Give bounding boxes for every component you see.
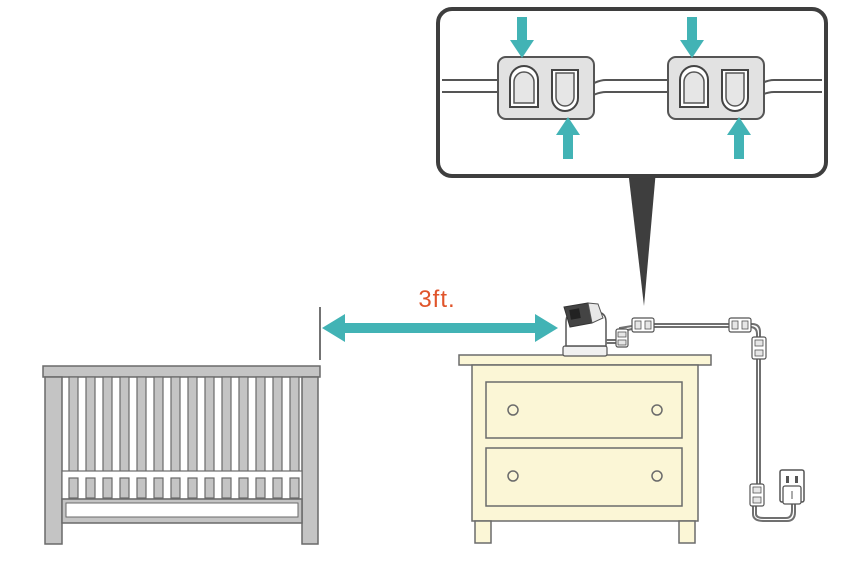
- dresser-icon: [458, 354, 712, 544]
- wall-outlet-icon: [779, 469, 805, 505]
- arrow-icon: [727, 117, 751, 159]
- cable-clip-icon: [749, 483, 765, 507]
- cable-clip-icon: [615, 328, 629, 348]
- arrow-icon: [535, 314, 558, 342]
- cable-clip-icon: [631, 317, 655, 333]
- cable-clip-callout: [436, 7, 828, 306]
- callout-pointer: [628, 170, 656, 306]
- arrow-icon: [556, 117, 580, 159]
- cable-clip-icon: [667, 56, 765, 120]
- arrow-icon: [322, 314, 345, 342]
- arrow-icon: [680, 17, 704, 58]
- cable-clip-icon: [497, 56, 595, 120]
- crib-icon: [42, 365, 321, 545]
- cable-clip-icon: [728, 317, 752, 333]
- baby-monitor-camera-icon: [562, 302, 608, 357]
- cable-clip-icon: [751, 336, 767, 360]
- distance-indicator: 3ft.: [319, 286, 558, 360]
- distance-label: 3ft.: [418, 286, 455, 313]
- arrow-icon: [510, 17, 534, 58]
